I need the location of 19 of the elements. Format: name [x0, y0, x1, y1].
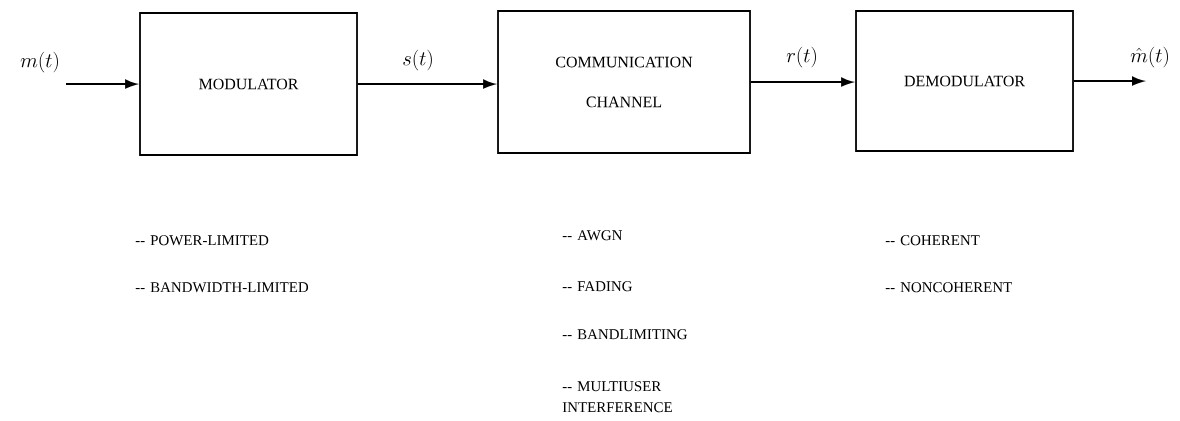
list-item: -- BANDWIDTH-LIMITED [135, 282, 309, 293]
list-item: -- COHERENT [885, 235, 980, 246]
arrow [357, 79, 495, 89]
signal-label: $\hat{m}(t)$ [1130, 46, 1168, 68]
list-item: -- MULTIUSER INTERFERENCE [562, 381, 672, 413]
block-box: MODULATOR [139, 12, 358, 156]
list-item: -- POWER-LIMITED [135, 235, 269, 246]
arrow [1073, 76, 1144, 86]
signal-label: $r(t)$ [786, 46, 816, 68]
list-item: -- AWGN [562, 230, 623, 241]
list-item: -- NONCOHERENT [885, 282, 1012, 293]
arrow [65, 79, 137, 89]
block-box: COMMUNICATION CHANNEL [497, 10, 751, 154]
block-box: DEMODULATOR [855, 10, 1074, 152]
arrow [750, 77, 853, 87]
signal-label: $s(t)$ [403, 49, 432, 71]
signal-label: $m(t)$ [20, 51, 58, 73]
list-item: -- FADING [562, 281, 633, 292]
list-item: -- BANDLIMITING [562, 329, 688, 340]
